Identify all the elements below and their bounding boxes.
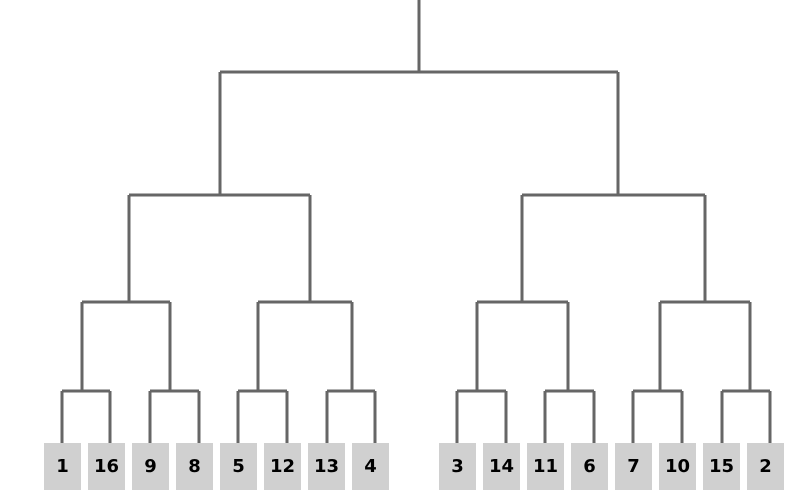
- seed-box-13[interactable]: 13: [308, 443, 345, 490]
- seed-box-14[interactable]: 14: [483, 443, 520, 490]
- bracket-line-group: [60, 0, 772, 443]
- seed-label: 10: [664, 455, 691, 477]
- seed-label: 2: [759, 455, 772, 477]
- seed-box-5[interactable]: 5: [220, 443, 257, 490]
- seed-box-16[interactable]: 16: [88, 443, 125, 490]
- seed-box-4[interactable]: 4: [352, 443, 389, 490]
- seed-label: 16: [93, 455, 120, 477]
- seed-box-15[interactable]: 15: [703, 443, 740, 490]
- seed-label: 6: [583, 455, 596, 477]
- seed-box-6[interactable]: 6: [571, 443, 608, 490]
- seed-box-8[interactable]: 8: [176, 443, 213, 490]
- seed-label: 14: [488, 455, 515, 477]
- seed-label: 5: [232, 455, 245, 477]
- seed-label: 15: [708, 455, 735, 477]
- seed-label: 1: [56, 455, 69, 477]
- seed-box-1[interactable]: 1: [44, 443, 81, 490]
- seed-label: 7: [627, 455, 640, 477]
- seed-box-7[interactable]: 7: [615, 443, 652, 490]
- seed-box-11[interactable]: 11: [527, 443, 564, 490]
- seed-box-10[interactable]: 10: [659, 443, 696, 490]
- seed-box-3[interactable]: 3: [439, 443, 476, 490]
- seed-label: 3: [451, 455, 464, 477]
- seed-box-9[interactable]: 9: [132, 443, 169, 490]
- seed-label: 8: [188, 455, 201, 477]
- seed-box-12[interactable]: 12: [264, 443, 301, 490]
- seed-label: 9: [144, 455, 157, 477]
- seed-label: 12: [269, 455, 296, 477]
- seed-label: 11: [532, 455, 559, 477]
- seed-box-2[interactable]: 2: [747, 443, 784, 490]
- seed-label: 13: [313, 455, 340, 477]
- seed-label: 4: [364, 455, 377, 477]
